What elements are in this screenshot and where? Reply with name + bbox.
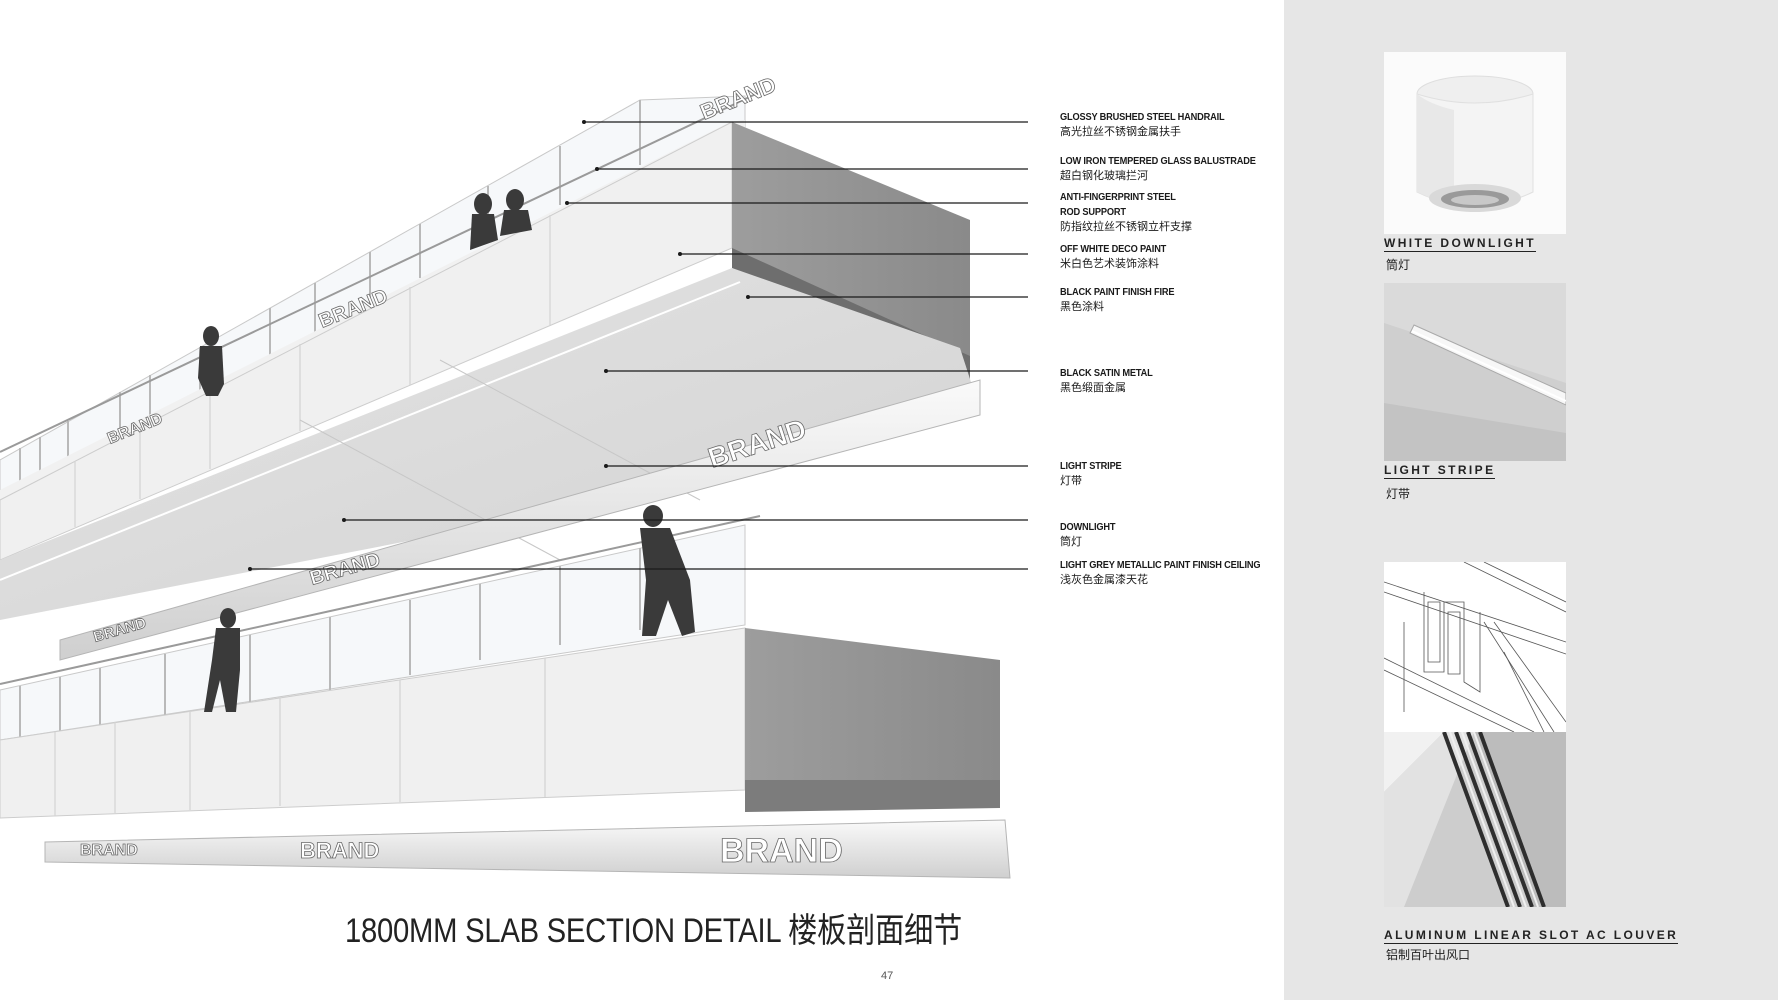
callout-light-stripe: LIGHT STRIPE 灯带 <box>1060 459 1130 489</box>
page-number: 47 <box>881 970 894 982</box>
callout-en: GLOSSY BRUSHED STEEL HANDRAIL <box>1060 111 1225 123</box>
material-label-louver: ALUMINUM LINEAR SLOT AC LOUVER <box>1384 928 1679 944</box>
callout-zh: 黑色涂料 <box>1060 301 1104 313</box>
callout-zh: 超白钢化玻璃拦河 <box>1060 170 1148 182</box>
callout-en: BLACK PAINT FINISH FIRE <box>1060 286 1175 298</box>
callout-en-line2: ROD SUPPORT <box>1060 206 1126 218</box>
material-zh-louver: 铝制百叶出风口 <box>1386 948 1471 962</box>
page-title: 1800MM SLAB SECTION DETAIL 楼板剖面细节 <box>345 912 963 950</box>
callout-grey-ceiling: LIGHT GREY METALLIC PAINT FINISH CEILING… <box>1060 558 1288 588</box>
callout-en: DOWNLIGHT <box>1060 521 1116 533</box>
upper-slab-ceiling <box>0 268 980 620</box>
callout-en: BLACK SATIN METAL <box>1060 367 1153 379</box>
callout-en: ANTI-FINGERPRINT STEEL <box>1060 191 1176 203</box>
callout-deco-paint: OFF WHITE DECO PAINT 米白色艺术装饰涂料 <box>1060 242 1181 272</box>
callout-downlight: DOWNLIGHT 筒灯 <box>1060 520 1123 550</box>
callout-zh: 灯带 <box>1060 475 1082 487</box>
callout-en: LOW IRON TEMPERED GLASS BALUSTRADE <box>1060 155 1256 167</box>
callout-zh: 米白色艺术装饰涂料 <box>1060 258 1159 270</box>
brand-sign-8: BRAND <box>300 838 379 863</box>
callout-zh: 筒灯 <box>1060 536 1082 548</box>
callout-black-paint: BLACK PAINT FINISH FIRE 黑色涂料 <box>1060 285 1190 315</box>
callout-zh: 高光拉丝不锈钢金属扶手 <box>1060 126 1181 138</box>
lower-glass-balustrade <box>0 524 746 741</box>
callout-leaders <box>250 121 1028 570</box>
material-zh-downlight: 筒灯 <box>1386 258 1411 272</box>
callout-glass-balustrade: LOW IRON TEMPERED GLASS BALUSTRADE 超白钢化玻… <box>1060 154 1282 184</box>
callout-en: LIGHT GREY METALLIC PAINT FINISH CEILING <box>1060 559 1261 571</box>
callout-en: OFF WHITE DECO PAINT <box>1060 243 1167 255</box>
lower-slab-rim <box>44 819 1011 879</box>
material-zh-light-stripe: 灯带 <box>1386 487 1411 501</box>
callout-handrail: GLOSSY BRUSHED STEEL HANDRAIL 高光拉丝不锈钢金属扶… <box>1060 110 1247 140</box>
callout-black-satin-metal: BLACK SATIN METAL 黑色缎面金属 <box>1060 366 1165 396</box>
lower-slab-section <box>745 628 1000 790</box>
louver-section-drawing <box>1384 562 1566 732</box>
brand-sign-9: BRAND <box>720 832 843 870</box>
lower-glass-posts <box>19 548 641 740</box>
material-label-downlight: WHITE DOWNLIGHT <box>1384 236 1536 252</box>
light-stripe-image <box>1384 283 1566 461</box>
white-downlight-image <box>1384 52 1566 234</box>
material-label-light-stripe: LIGHT STRIPE <box>1384 463 1496 479</box>
callout-zh: 防指纹拉丝不锈钢立杆支撑 <box>1060 221 1192 233</box>
callout-en: LIGHT STRIPE <box>1060 460 1122 472</box>
brand-sign-7: BRAND <box>80 842 138 859</box>
callout-rod-support: ANTI-FINGERPRINT STEEL ROD SUPPORT 防指纹拉丝… <box>1060 190 1192 235</box>
callout-zh: 浅灰色金属漆天花 <box>1060 574 1148 586</box>
people-silhouettes <box>198 189 695 712</box>
callout-zh: 黑色缎面金属 <box>1060 382 1126 394</box>
louver-photo <box>1384 732 1566 907</box>
